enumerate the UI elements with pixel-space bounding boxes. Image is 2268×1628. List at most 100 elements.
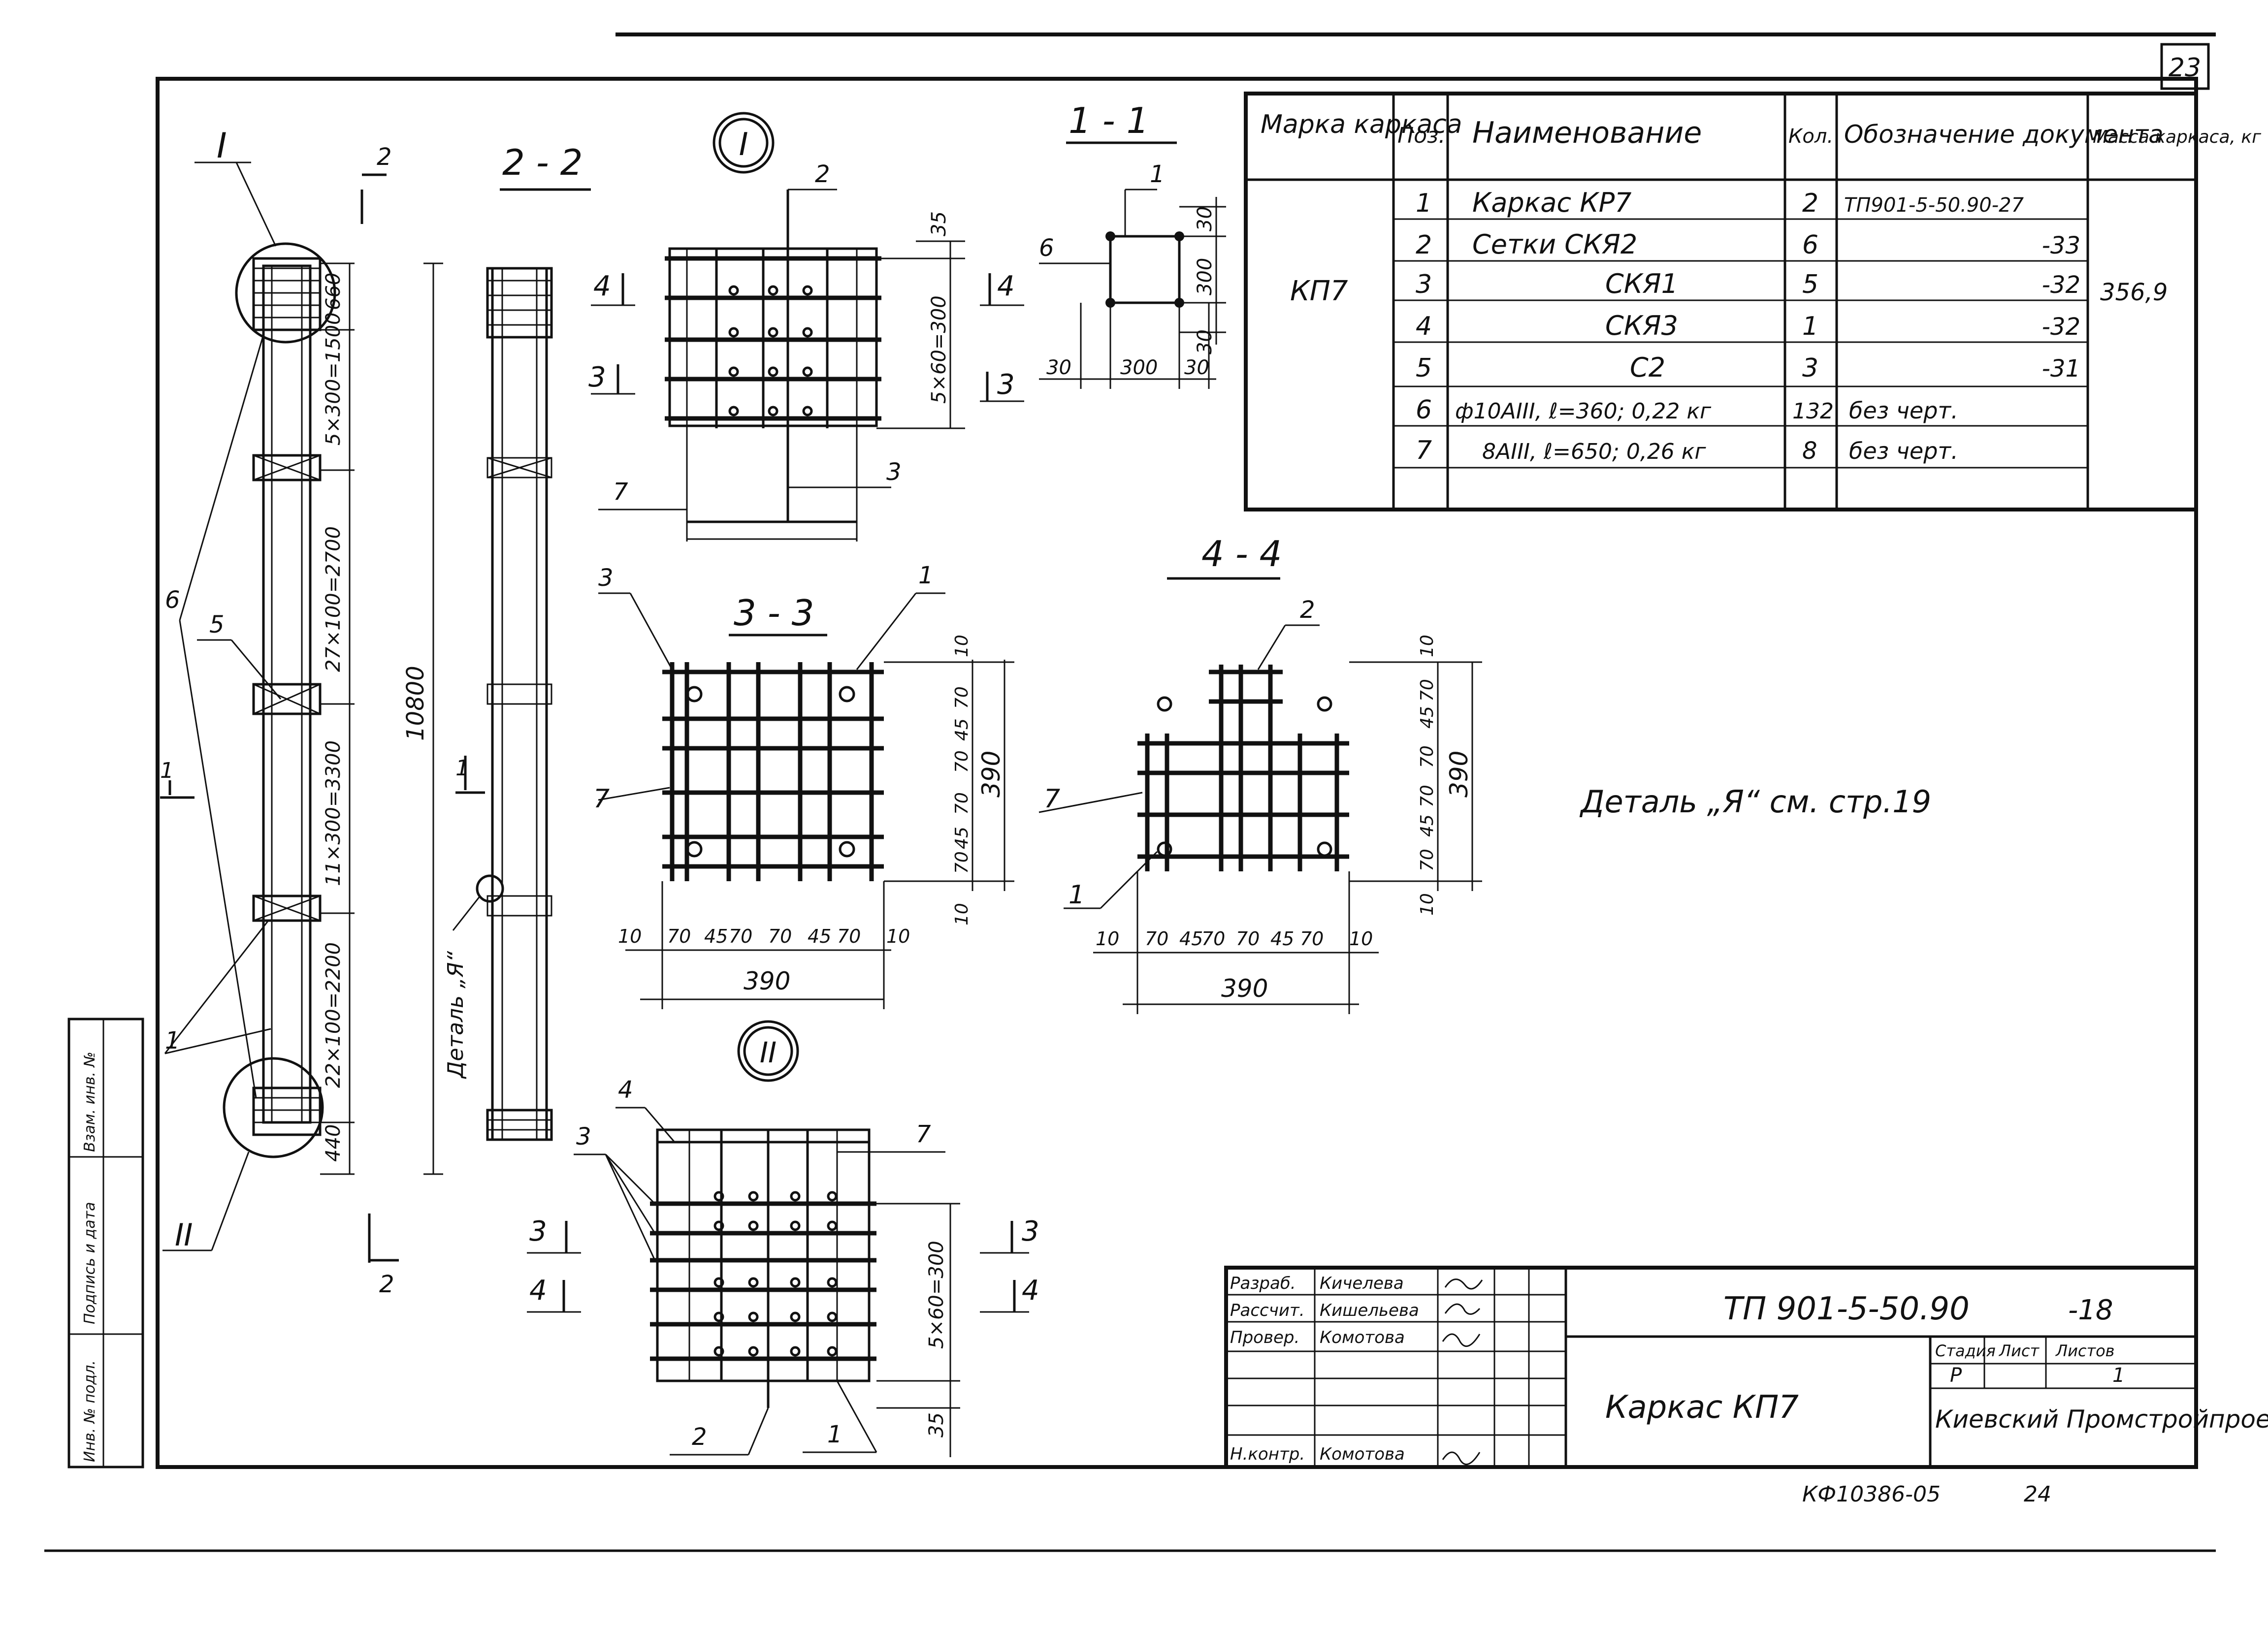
spec-row-4-doc: -32 [2042, 313, 2080, 341]
s44-db-3: 70 [1201, 928, 1225, 950]
tb-sheets-header: Листов [2055, 1341, 2115, 1360]
detail-II-cut-4-left: 4 [529, 1275, 547, 1307]
tb-role-3: Провер. [1230, 1328, 1299, 1347]
detail-I-cut-4-right: 4 [997, 270, 1015, 302]
page-number: 23 [2169, 53, 2201, 83]
section-1-1-pos-1: 1 [1150, 160, 1165, 188]
section-3-3: 3 - 3 3 1 7 [593, 562, 1014, 1009]
s44-db-7: 10 [1349, 928, 1373, 950]
s33-dr-7: 10 [952, 903, 972, 926]
s33-db-6: 70 [837, 926, 861, 947]
s33-db-7: 10 [886, 926, 910, 947]
s33-dr-6: 70 [952, 851, 972, 874]
spec-row-6-qty: 132 [1792, 399, 1834, 424]
elev-dim-2200: 22×100=2200 [322, 942, 345, 1088]
s44-dr-3: 70 [1417, 745, 1437, 768]
spec-rows: 1 Каркас КР7 2 ТП901-5-50.90-27 2 Сетки … [1416, 187, 2080, 465]
elevation-dim-chain: 660 5×300=1500 27×100=2700 11×300=3300 2… [320, 262, 355, 1175]
elevation-ties [252, 454, 322, 922]
section-1-1-dim-v-30a: 30 [1194, 206, 1216, 231]
callout-circle-II [223, 1057, 324, 1158]
spec-row-2-doc: -33 [2042, 232, 2080, 259]
elevation-top-mesh [252, 257, 322, 331]
detail-reference-note: Деталь „Я“ см. стр.19 [1579, 784, 1931, 820]
spec-row-3-pos: 3 [1416, 270, 1432, 299]
detail-II-cut-4-right: 4 [1022, 1275, 1039, 1307]
spec-mass-value: 356,9 [2100, 279, 2168, 306]
s33-db-2: 45 [704, 926, 728, 947]
detail-I-callout: I [739, 127, 748, 163]
section-2-2-title: 2 - 2 [502, 142, 583, 183]
stamp-replace-label: Взам. инв. № [81, 1052, 98, 1152]
callout-circle-I [235, 242, 336, 344]
tb-role-7: Н.контр. [1230, 1444, 1305, 1464]
section-4-4-pos-2: 2 [1300, 596, 1315, 624]
s33-overall-bottom: 390 [744, 967, 790, 995]
detail-II-pos-7: 7 [916, 1120, 931, 1148]
detail-II-pos-4: 4 [618, 1076, 633, 1104]
elevation-bottom-mesh [252, 1086, 322, 1136]
s33-db-5: 45 [808, 926, 831, 947]
tb-name-2: Кишельева [1320, 1301, 1419, 1320]
spec-row-4-qty: 1 [1802, 312, 1818, 341]
detail-I-dim-35: 35 [928, 211, 950, 236]
s44-dr-2: 45 [1417, 706, 1437, 729]
s33-dr-0: 10 [952, 635, 972, 657]
section-3-3-pos-1: 1 [918, 562, 934, 589]
section-1-1-dim-v-300: 300 [1194, 258, 1216, 295]
detail-II-pos-1: 1 [827, 1421, 842, 1448]
elevation-pos-6: 6 [165, 586, 180, 614]
section-1-1-dim-h-300: 300 [1120, 356, 1158, 379]
spec-row-5-name: С2 [1630, 352, 1665, 383]
tb-stage-header: Стадия [1935, 1341, 1996, 1360]
elevation-view: I II 6 5 1 1 2 2 660 5×300=15 [160, 126, 443, 1298]
tb-organization: Киевский Промстройпроект [1935, 1405, 2268, 1434]
elev-dim-1500: 5×300=1500 [322, 312, 345, 446]
detail-II-pos-3: 3 [576, 1123, 591, 1150]
spec-row-5-doc: -31 [2042, 355, 2080, 383]
detail-I-pos-7: 7 [613, 478, 628, 506]
tb-role-2: Рассчит. [1230, 1301, 1305, 1320]
sheet-frame: 23 [44, 32, 2216, 1552]
section-3-3-dims-right: 10 70 45 70 70 45 70 10 390 [952, 635, 1005, 926]
spec-header-name: Наименование [1472, 116, 1702, 150]
tb-name-3: Комотова [1320, 1328, 1405, 1347]
s44-dr-0: 10 [1417, 635, 1437, 657]
elev-dim-3300: 11×300=3300 [322, 740, 345, 886]
s33-overall-right: 390 [977, 751, 1005, 798]
spec-row-2-pos: 2 [1416, 230, 1432, 260]
tb-sheet-suffix: -18 [2068, 1294, 2113, 1326]
spec-row-7-qty: 8 [1802, 437, 1817, 465]
spec-row-7-doc: без черт. [1849, 438, 1958, 464]
spec-row-3-name: СКЯ1 [1605, 268, 1678, 299]
spec-row-3-qty: 5 [1802, 270, 1818, 299]
s44-db-4: 70 [1236, 928, 1260, 950]
spec-row-1-name: Каркас КР7 [1472, 187, 1632, 218]
s44-db-2: 45 [1179, 928, 1203, 950]
detail-II-dim-300: 5×60=300 [925, 1241, 948, 1349]
detail-II: II 4 3 7 [527, 1020, 1039, 1457]
spec-row-7-pos: 7 [1416, 436, 1432, 465]
s44-dr-6: 70 [1417, 849, 1437, 871]
detail-II-pos-2: 2 [692, 1423, 707, 1451]
footer-number: 24 [2024, 1482, 2051, 1507]
s33-db-3: 70 [729, 926, 752, 947]
tb-designation: ТП 901-5-50.90 [1723, 1291, 1970, 1327]
spec-row-7-name: 8АIII, ℓ=650; 0,26 кг [1482, 439, 1706, 464]
tb-drawing-title: Каркас КП7 [1605, 1389, 1799, 1426]
callout-I-label: I [217, 126, 227, 166]
tb-name-7: Комотова [1320, 1444, 1405, 1464]
elev-dim-660: 660 [322, 273, 345, 310]
spec-row-1-qty: 2 [1802, 189, 1818, 218]
section-3-3-pos-7: 7 [593, 784, 610, 814]
spec-row-2-qty: 6 [1802, 230, 1818, 260]
spec-row-6-doc: без черт. [1849, 397, 1958, 424]
elev-overall-10800: 10800 [402, 666, 429, 741]
spec-row-4-name: СКЯ3 [1605, 310, 1678, 341]
tb-sheet-header: Лист [1999, 1341, 2040, 1360]
spec-header-doc: Обозначение документа [1844, 120, 2164, 149]
s44-dr-7: 10 [1417, 893, 1437, 916]
section-4-4-grid [1137, 665, 1349, 871]
spec-row-5-qty: 3 [1802, 353, 1818, 383]
elevation-pos-5: 5 [209, 611, 225, 638]
